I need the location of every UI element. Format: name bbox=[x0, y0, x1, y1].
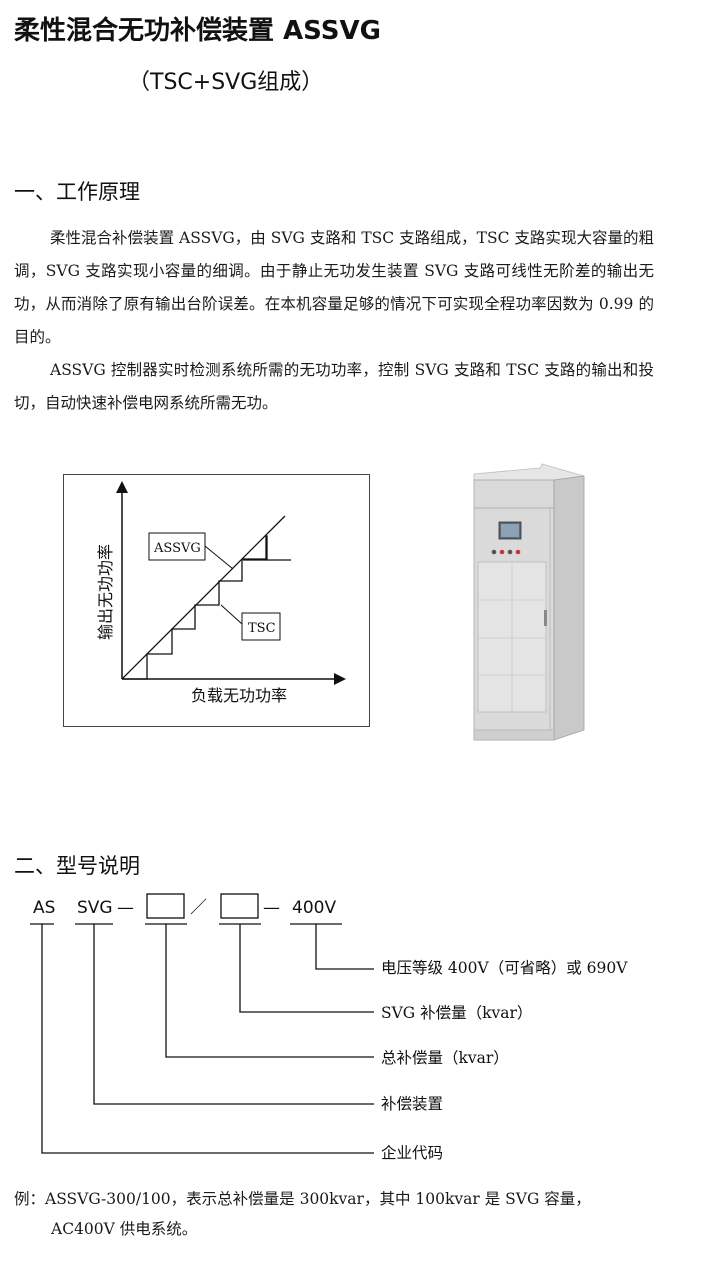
desc-voltage: 电压等级 400V（可省略）或 690V bbox=[381, 959, 628, 977]
connector-device bbox=[93, 924, 374, 1105]
page-title: 柔性混合无功补偿装置 ASSVG bbox=[14, 16, 381, 46]
y-axis-label: 输出无功功率 bbox=[96, 544, 115, 640]
principle-paragraph-2-text: ASSVG 控制器实时检测系统所需的无功功率，控制 SVG 支路和 TSC 支路… bbox=[14, 361, 654, 412]
x-axis-label: 负载无功功率 bbox=[191, 686, 287, 705]
model-example-line-2: AC400V 供电系统。 bbox=[51, 1220, 198, 1238]
principle-paragraph-1: 柔性混合补偿装置 ASSVG，由 SVG 支路和 TSC 支路组成，TSC 支路… bbox=[14, 222, 654, 354]
tsc-staircase bbox=[122, 535, 291, 680]
connector-svg-capacity bbox=[239, 924, 374, 1013]
svg-capacity-placeholder-box bbox=[220, 893, 259, 919]
desc-company: 企业代码 bbox=[381, 1144, 443, 1162]
connector-total-capacity bbox=[165, 924, 374, 1058]
assvg-output-line bbox=[121, 515, 286, 680]
model-example: 例：ASSVG-300/100，表示总补偿量是 300kvar，其中 100kv… bbox=[14, 1184, 674, 1244]
assvg-leader-line bbox=[204, 545, 234, 570]
model-code-dash-1: — bbox=[117, 898, 134, 918]
principle-diagram: ASSVG TSC 输出无功功率 负载无功功率 bbox=[96, 481, 346, 705]
model-code-diagram: AS SVG — ／ — 400V 电压等级 400V（可省略）或 690V S… bbox=[30, 893, 628, 1162]
page-subtitle: （TSC+SVG组成） bbox=[128, 70, 324, 95]
assvg-label: ASSVG bbox=[153, 541, 201, 556]
model-code-dash-2: — bbox=[263, 898, 280, 918]
desc-svg-capacity: SVG 补偿量（kvar） bbox=[381, 1004, 532, 1022]
tsc-label: TSC bbox=[248, 621, 276, 636]
tsc-label-box bbox=[241, 612, 281, 641]
principle-paragraph-2: ASSVG 控制器实时检测系统所需的无功功率，控制 SVG 支路和 TSC 支路… bbox=[14, 354, 654, 420]
total-capacity-placeholder-box bbox=[146, 893, 185, 919]
model-code-svg: SVG bbox=[77, 898, 113, 918]
model-code-as: AS bbox=[33, 898, 55, 918]
connector-voltage bbox=[315, 924, 374, 970]
tsc-leader-line bbox=[220, 604, 243, 625]
model-example-line-1: 例：ASSVG-300/100，表示总补偿量是 300kvar，其中 100kv… bbox=[14, 1190, 591, 1208]
section-heading-model: 二、型号说明 bbox=[14, 854, 140, 878]
model-code-slash: ／ bbox=[190, 898, 207, 918]
desc-total-capacity: 总补偿量（kvar） bbox=[381, 1049, 509, 1067]
connector-company bbox=[41, 924, 374, 1154]
assvg-cabinet-image bbox=[473, 463, 585, 741]
principle-paragraph-1-text: 柔性混合补偿装置 ASSVG，由 SVG 支路和 TSC 支路组成，TSC 支路… bbox=[14, 229, 654, 346]
principle-diagram-frame bbox=[63, 474, 370, 727]
desc-device: 补偿装置 bbox=[381, 1095, 443, 1113]
model-code-voltage: 400V bbox=[292, 898, 336, 918]
section-heading-principle: 一、工作原理 bbox=[14, 180, 140, 204]
assvg-label-box bbox=[148, 532, 206, 561]
